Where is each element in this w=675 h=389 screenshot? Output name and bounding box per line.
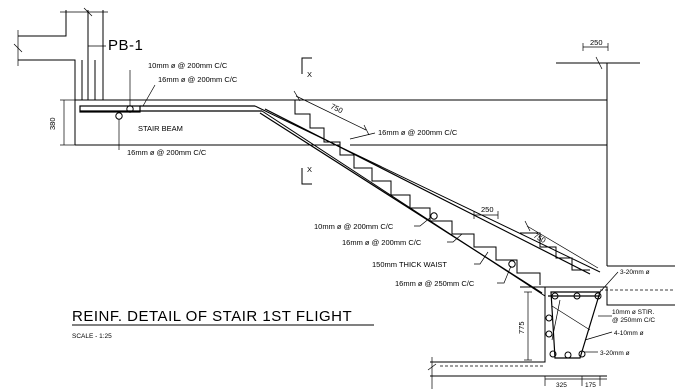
drawing-scale: SCALE - 1:25: [72, 333, 112, 340]
waist-bar-leader-1: [414, 216, 432, 227]
pb1-label: PB-1: [108, 37, 143, 54]
side-bars-label: 4-10mm ø: [614, 330, 644, 337]
going-top-dim-lines: [293, 90, 370, 136]
stair-beam-label: STAIR BEAM: [138, 124, 183, 133]
stirrup-label-2: @ 250mm C/C: [612, 317, 655, 324]
base-dim-2: 175: [585, 382, 596, 389]
waist-bar-leader-2: [447, 233, 463, 243]
stair-beam: [60, 70, 607, 150]
waist-label: 150mm THICK WAIST: [372, 260, 447, 269]
beam-depth-dim: 380: [48, 117, 57, 130]
waist-leader: [474, 251, 489, 265]
tread-dim-lines: [473, 211, 499, 219]
flight-top-bar-leader: [349, 132, 376, 140]
waist-bar-leader-3: [497, 265, 512, 284]
bottom-bar-label: 16mm ø @ 200mm C/C: [127, 148, 207, 157]
tread-dim: 250: [481, 205, 494, 214]
right-wall: [556, 43, 640, 266]
base-dim-1: 325: [556, 382, 567, 389]
stirrup-label-1: 10mm ø STIR.: [612, 309, 654, 316]
top-bar-label-2: 16mm ø @ 200mm C/C: [158, 75, 238, 84]
drawing-title: REINF. DETAIL OF STAIR 1ST FLIGHT: [72, 308, 352, 325]
going-bottom-dim: 750: [532, 231, 547, 245]
beam-top-label: 3-20mm ø: [620, 269, 650, 276]
landing-depth-dim: 775: [517, 321, 526, 334]
column-pb1: [13, 7, 108, 100]
flight-top-bar-label: 16mm ø @ 200mm C/C: [378, 128, 458, 137]
going-bottom-dim-lines: [524, 220, 599, 269]
stair-steps: [254, 100, 601, 297]
section-mark-bottom: X: [307, 165, 312, 174]
waist-bar-label-1: 10mm ø @ 200mm C/C: [314, 222, 394, 231]
landing-beam: [427, 265, 675, 389]
section-mark-top: X: [307, 70, 312, 79]
top-bar-label-1: 10mm ø @ 200mm C/C: [148, 61, 228, 70]
section-marks: [301, 57, 312, 185]
wall-width-dim: 250: [590, 38, 603, 47]
beam-bottom-label: 3-20mm ø: [600, 350, 630, 357]
waist-bar-label-2: 16mm ø @ 200mm C/C: [342, 238, 422, 247]
waist-bar-label-3: 16mm ø @ 250mm C/C: [395, 279, 475, 288]
